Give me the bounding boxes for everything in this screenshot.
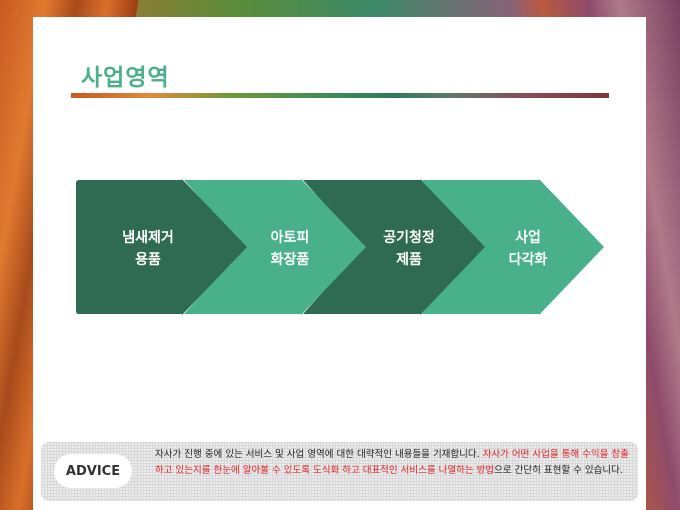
arrow-label-1: 냄새제거 용품 [122,230,174,268]
arrow-label-2: 아토피 화장품 [270,230,310,268]
arrow-label-4: 사업 다각화 [508,230,548,268]
arrow-label-3: 공기청정 제품 [383,230,435,268]
title-underline [71,93,609,98]
slide-canvas: 사업영역 냄새제거 용품 아토피 화장품 공기청정 제품 사업 다각화 ADVI… [33,17,646,510]
arrow-shape-4 [421,179,604,315]
page-title: 사업영역 [81,65,170,91]
advice-text: 자사가 진행 중에 있는 서비스 및 사업 영역에 대한 대략적인 내용들을 기… [155,449,629,476]
advice-box: ADVICE 자사가 진행 중에 있는 서비스 및 사업 영역에 대한 대략적인… [41,442,638,501]
advice-badge: ADVICE [54,454,132,488]
arrow-shape-1 [76,179,247,315]
arrow-shape-3 [303,179,485,315]
process-arrows [76,179,604,315]
arrow-shape-2 [184,179,366,315]
